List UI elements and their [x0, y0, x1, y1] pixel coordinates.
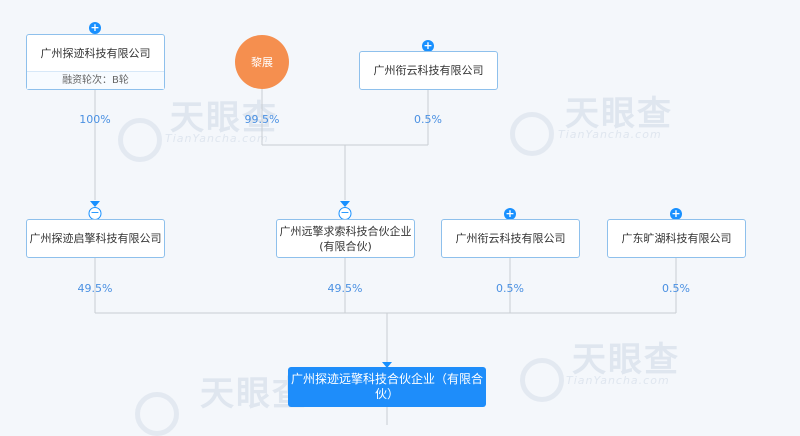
shareholder-yuanqing[interactable]: 广州远擎求索科技合伙企业 (有限合伙)	[276, 219, 415, 258]
node-meta: 融资轮次：B轮	[27, 71, 164, 89]
node-label: 广州衔云科技有限公司	[455, 232, 566, 245]
arrow-down-icon	[90, 201, 100, 207]
node-label-line1: 广州远擎求索科技合伙企业	[279, 224, 412, 238]
shareholder-tanji[interactable]: 广州探迹科技有限公司 融资轮次：B轮	[26, 34, 165, 90]
connector-lines	[94, 85, 677, 425]
node-label: 广州探迹启擎科技有限公司	[29, 232, 162, 245]
expand-plus-icon[interactable]: +	[89, 21, 101, 34]
expand-plus-icon[interactable]: +	[670, 207, 682, 220]
pct-label: 0.5%	[662, 282, 690, 295]
shareholder-qiqing[interactable]: 广州探迹启擎科技有限公司	[26, 219, 165, 258]
pct-label: 49.5%	[327, 282, 363, 295]
expand-plus-icon[interactable]: +	[422, 39, 434, 52]
arrow-down-icon	[382, 362, 392, 368]
pct-label: 99.5%	[244, 113, 280, 126]
pct-label: 100%	[79, 113, 111, 126]
person-name: 黎展	[251, 56, 273, 69]
shareholder-hengyun-top[interactable]: 广州衔云科技有限公司	[359, 51, 498, 90]
pct-label: 49.5%	[77, 282, 113, 295]
person-lizhan[interactable]: 黎展	[235, 35, 289, 89]
node-label-line2: (有限合伙)	[319, 239, 372, 253]
pct-label: 0.5%	[496, 282, 524, 295]
arrow-down-icon	[340, 201, 350, 207]
node-label: 广东旷湖科技有限公司	[621, 232, 732, 245]
main-company[interactable]: 广州探迹远擎科技合伙企业（有限合伙）	[288, 367, 486, 407]
expand-plus-icon[interactable]: +	[504, 207, 516, 220]
pct-label: 0.5%	[414, 113, 442, 126]
node-label: 广州探迹科技有限公司	[40, 46, 151, 60]
node-label: 广州衔云科技有限公司	[373, 64, 484, 77]
shareholder-hengyun[interactable]: 广州衔云科技有限公司	[441, 219, 580, 258]
shareholder-kuanghu[interactable]: 广东旷湖科技有限公司	[607, 219, 746, 258]
main-company-label: 广州探迹远擎科技合伙企业（有限合伙）	[290, 372, 483, 401]
